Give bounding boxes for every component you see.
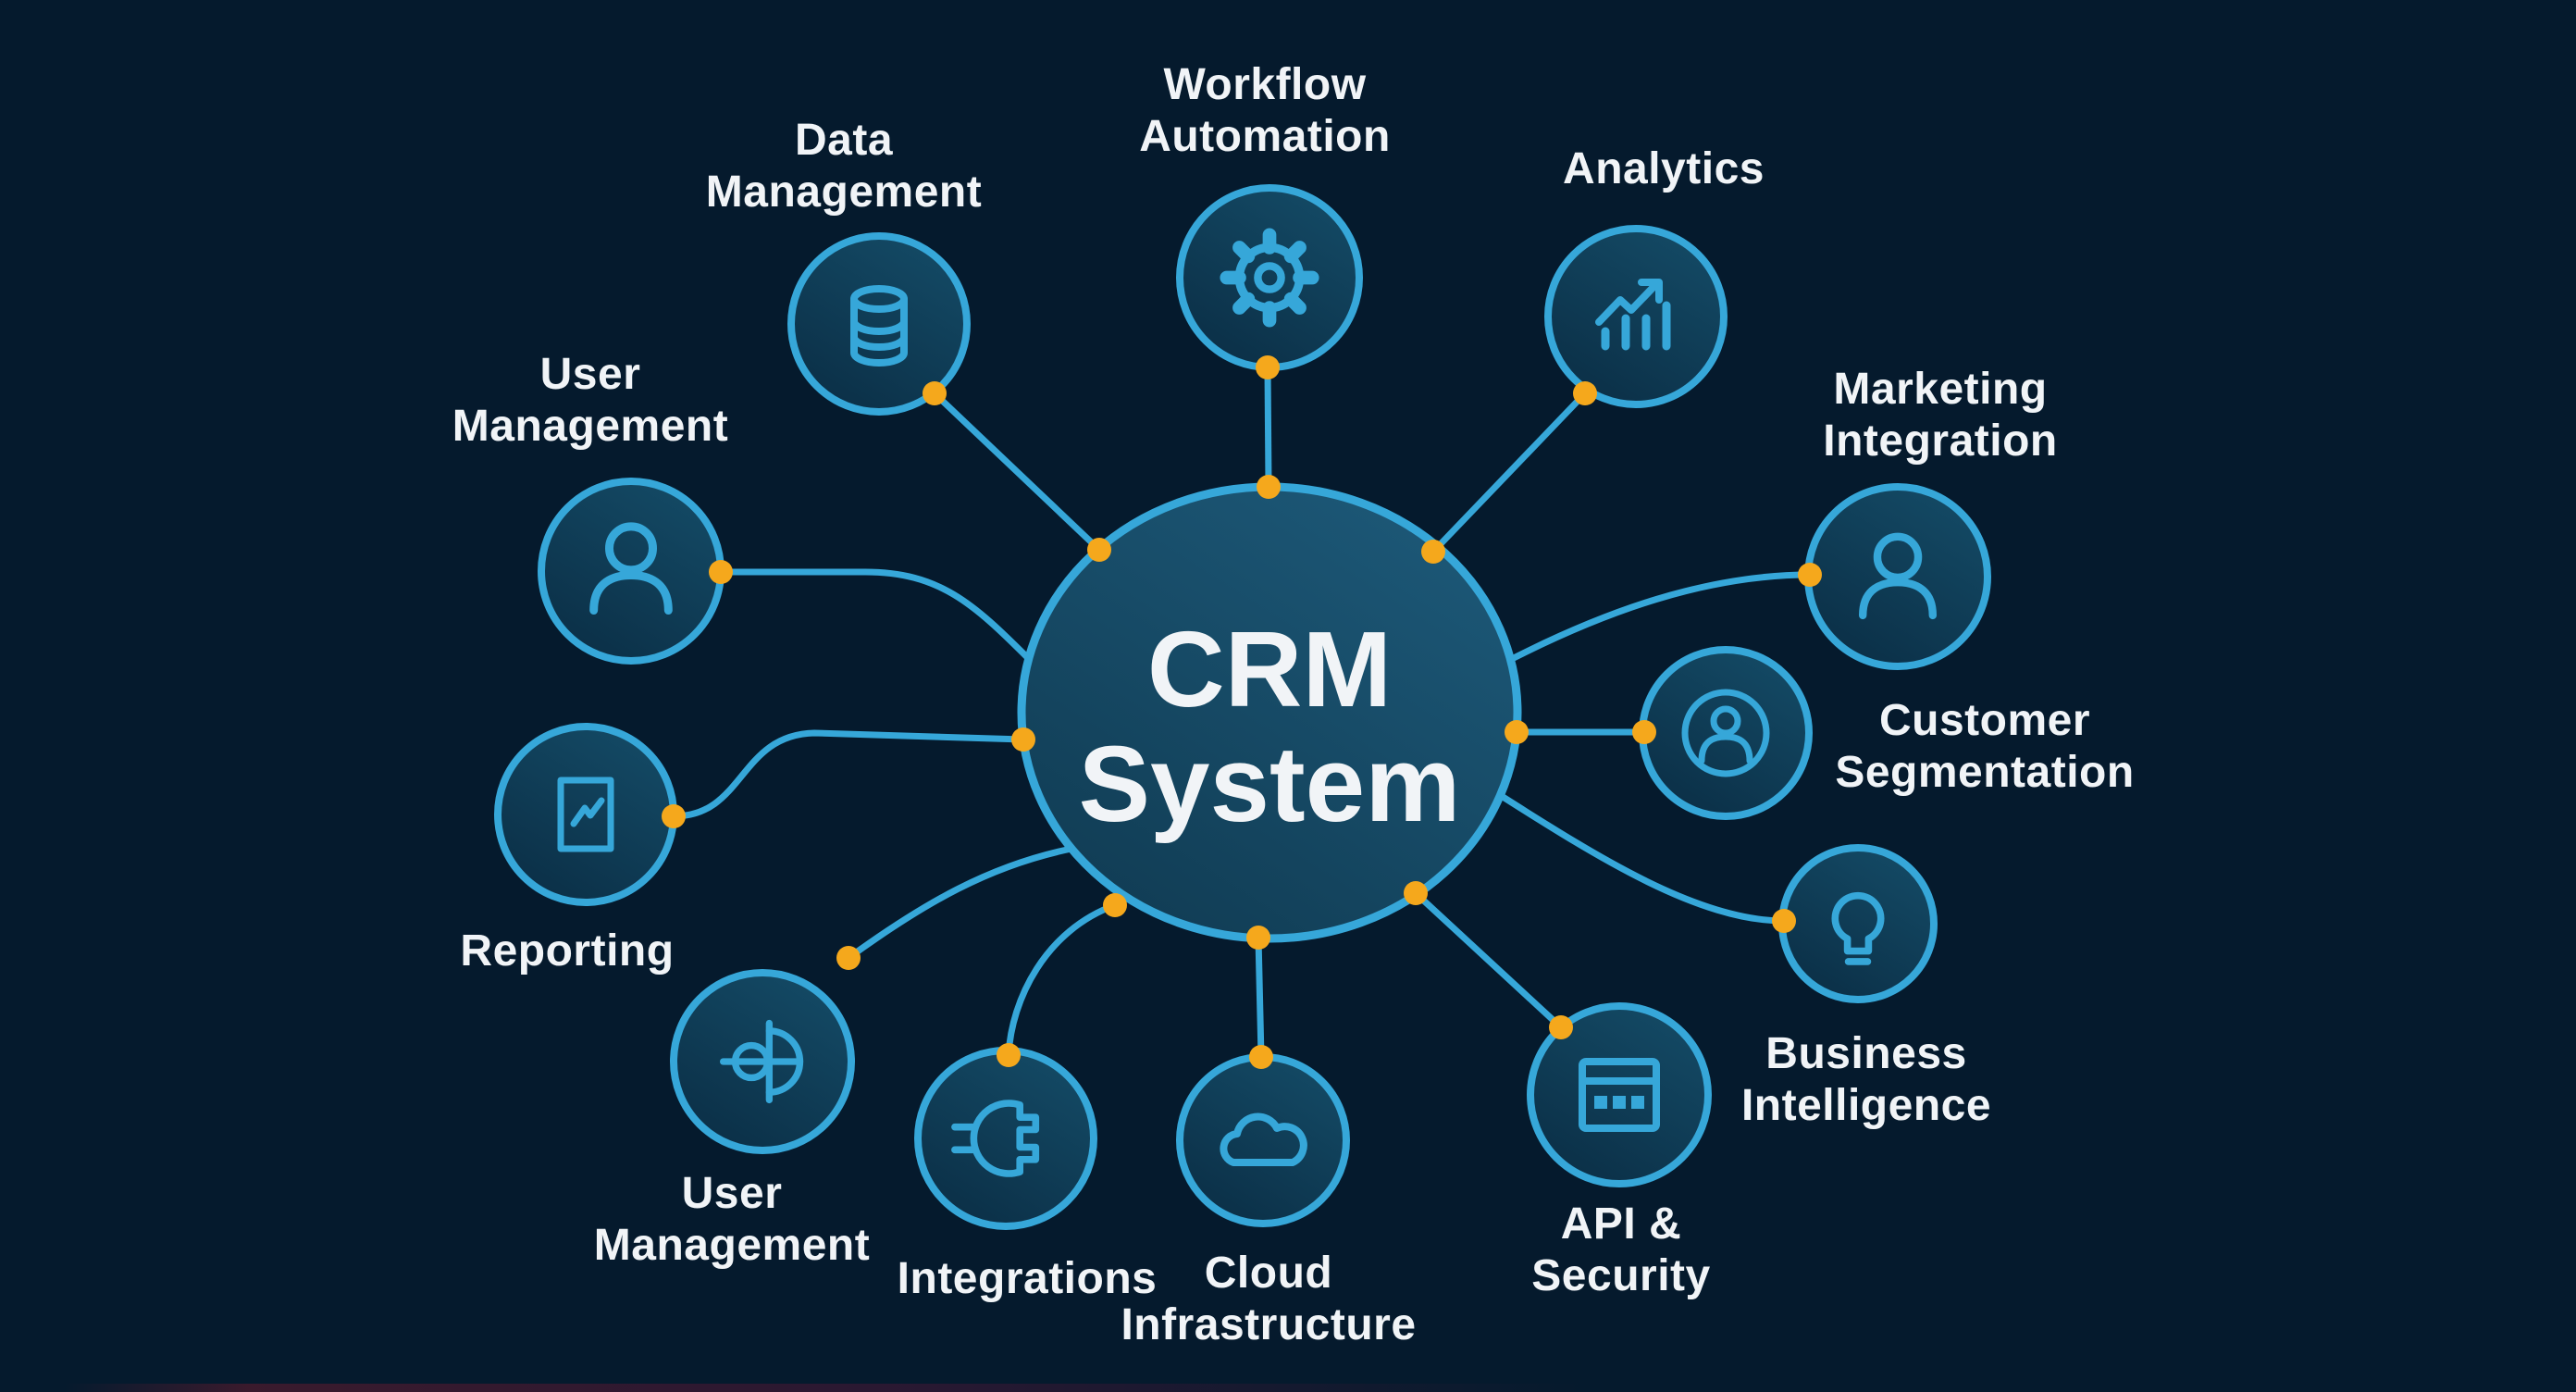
connector-reporting	[673, 729, 1024, 820]
label-line: Segmentation	[1835, 748, 2135, 797]
connector-dot	[836, 946, 861, 970]
label-user-management-bottom: User Management	[594, 1168, 870, 1272]
connector-dot	[1549, 1015, 1573, 1039]
node-circle-data-management	[787, 232, 971, 416]
connector-data-management	[932, 391, 1102, 553]
node-circle-workflow-automation	[1176, 184, 1363, 371]
label-line: Infrastructure	[1121, 1300, 1417, 1349]
connector-marketing-integration	[1505, 571, 1811, 665]
label-line: Automation	[1139, 112, 1391, 161]
label-line: Reporting	[460, 926, 675, 976]
connector-dot	[1798, 563, 1822, 587]
plug-icon	[951, 1100, 1040, 1177]
node-circle-analytics	[1544, 225, 1728, 408]
node-circle-business-intelligence	[1778, 844, 1938, 1003]
node-icons	[557, 228, 1937, 1177]
label-line: Analytics	[1563, 144, 1765, 193]
label-marketing-integration: Marketing Integration	[1823, 364, 2058, 467]
node-circle-cloud-infrastructure	[1176, 1053, 1350, 1227]
connector-integrations	[1005, 901, 1117, 1056]
database-icon	[850, 285, 908, 367]
label-line: Security	[1531, 1251, 1711, 1300]
connector-dot	[662, 804, 686, 828]
label-line: Marketing	[1833, 365, 2048, 414]
label-user-management-top: User Management	[452, 349, 728, 453]
connector-user-management-bottom	[846, 845, 1072, 961]
connector-dot	[1256, 355, 1280, 379]
connector-dot	[1421, 540, 1445, 564]
pie-split-icon	[719, 1019, 804, 1104]
connector-dots	[662, 355, 1822, 1069]
connector-dot	[1573, 381, 1597, 405]
label-line: User	[539, 350, 641, 399]
label-line: Cloud	[1204, 1249, 1333, 1298]
connector-dot	[1103, 893, 1127, 917]
connector-dot	[1505, 720, 1529, 744]
connector-dot	[1011, 727, 1035, 752]
person-icon	[589, 522, 673, 615]
connector-business-intelligence	[1498, 792, 1785, 925]
label-line: Integrations	[897, 1254, 1158, 1303]
report-icon	[557, 777, 614, 852]
bar-chart-icon	[1595, 279, 1671, 351]
label-customer-segmentation: Customer Segmentation	[1835, 695, 2134, 799]
label-line: Customer	[1878, 696, 2091, 745]
connector-analytics	[1430, 391, 1588, 554]
connector-api-security	[1413, 890, 1564, 1030]
label-workflow-automation: Workflow Automation	[1139, 59, 1391, 163]
connector-dot	[1249, 1045, 1273, 1069]
connector-cloud-infrastructure	[1255, 937, 1265, 1058]
connector-dot	[1404, 881, 1428, 905]
label-line: Data	[794, 116, 894, 165]
connector-dot	[1772, 909, 1796, 933]
connector-dot	[1632, 720, 1656, 744]
node-circle-integrations	[914, 1047, 1097, 1230]
label-analytics: Analytics	[1563, 143, 1765, 195]
connector-dot	[923, 381, 947, 405]
label-line: API &	[1560, 1199, 1682, 1249]
person-badge-icon	[1681, 689, 1770, 777]
bottom-artifact-strip	[65, 1384, 1582, 1392]
connector-dot	[1257, 475, 1281, 499]
label-line: Management	[705, 168, 983, 217]
node-circle-api-security	[1527, 1002, 1712, 1187]
connector-dot	[1087, 538, 1111, 562]
connectors	[673, 367, 1811, 1058]
label-line: Management	[452, 402, 729, 451]
cloud-icon	[1220, 1112, 1307, 1166]
hub-title-line2: System	[1078, 724, 1461, 844]
hub-title: CRM System	[1079, 612, 1461, 841]
connector-workflow-automation	[1264, 367, 1272, 488]
connector-dot	[709, 560, 733, 584]
label-data-management: Data Management	[706, 115, 982, 218]
label-reporting: Reporting	[460, 926, 674, 977]
label-cloud-infrastructure: Cloud Infrastructure	[1121, 1248, 1416, 1351]
label-line: Management	[593, 1221, 871, 1270]
label-business-intelligence: Business Intelligence	[1741, 1028, 1991, 1132]
connector-user-management-top	[721, 568, 1032, 662]
connector-dot	[997, 1043, 1021, 1067]
label-line: User	[681, 1169, 783, 1218]
person-icon	[1859, 532, 1937, 620]
lightbulb-icon	[1831, 891, 1885, 965]
label-integrations: Integrations	[898, 1253, 1158, 1305]
label-line: Intelligence	[1740, 1081, 1992, 1130]
gear-icon	[1220, 228, 1319, 328]
label-line: Workflow	[1163, 60, 1367, 109]
connector-dot	[1246, 926, 1270, 950]
label-api-security: API & Security	[1531, 1199, 1710, 1302]
label-line: Integration	[1823, 416, 2058, 466]
window-dots-icon	[1579, 1058, 1660, 1132]
label-line: Business	[1765, 1029, 1967, 1078]
hub-title-line1: CRM	[1146, 609, 1393, 729]
